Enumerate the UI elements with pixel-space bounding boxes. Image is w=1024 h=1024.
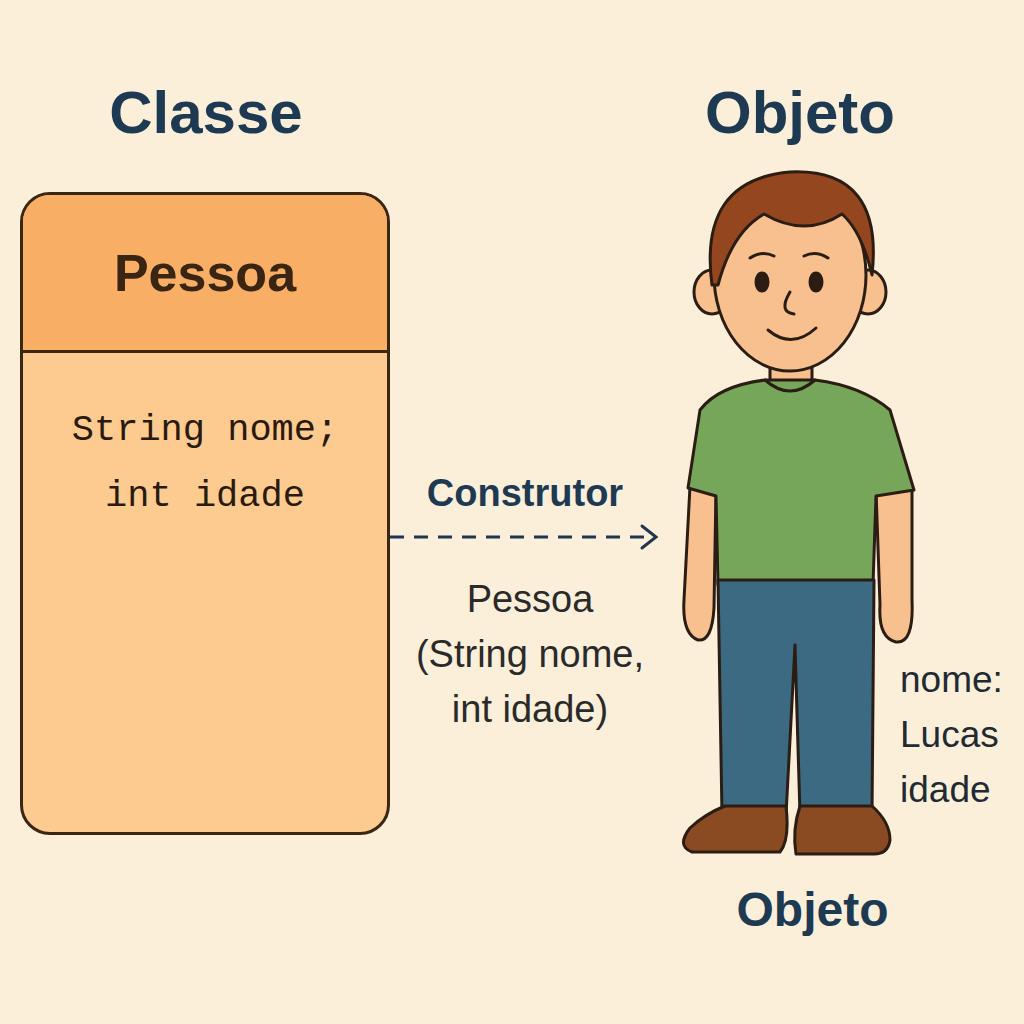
dashed-line [390,536,656,539]
section-heading: Classe [0,78,412,147]
shoe [795,806,890,854]
class-name: Pessoa [114,243,296,303]
arm [876,486,912,642]
constructor-arrow [390,526,656,548]
eye [810,273,822,291]
object-caption: Objeto [700,882,925,937]
edge-label: Construtor [427,472,623,515]
arrow-head [642,526,656,548]
class-attributes: String nome; int idade [63,397,348,529]
eye [756,273,768,291]
class-header: Pessoa [23,195,387,353]
arm [684,486,716,640]
mouth [768,328,816,340]
collar [765,380,815,391]
object-figure: nome: Lucas idadeObjeto [660,170,1022,950]
eyebrow [750,253,774,258]
class-body: String nome; int idade [23,353,387,529]
object-attributes: nome: Lucas idade [900,652,1012,817]
class-box: PessoaString nome; int idade [20,192,390,835]
hair [710,172,873,285]
shirt [688,380,914,585]
pants [718,580,874,815]
eyebrow [804,253,828,258]
section-heading: Objeto [600,78,1000,147]
shoe [683,806,787,852]
nose [785,292,794,314]
constructor-signature: Pessoa (String nome, int idade) [412,572,648,737]
